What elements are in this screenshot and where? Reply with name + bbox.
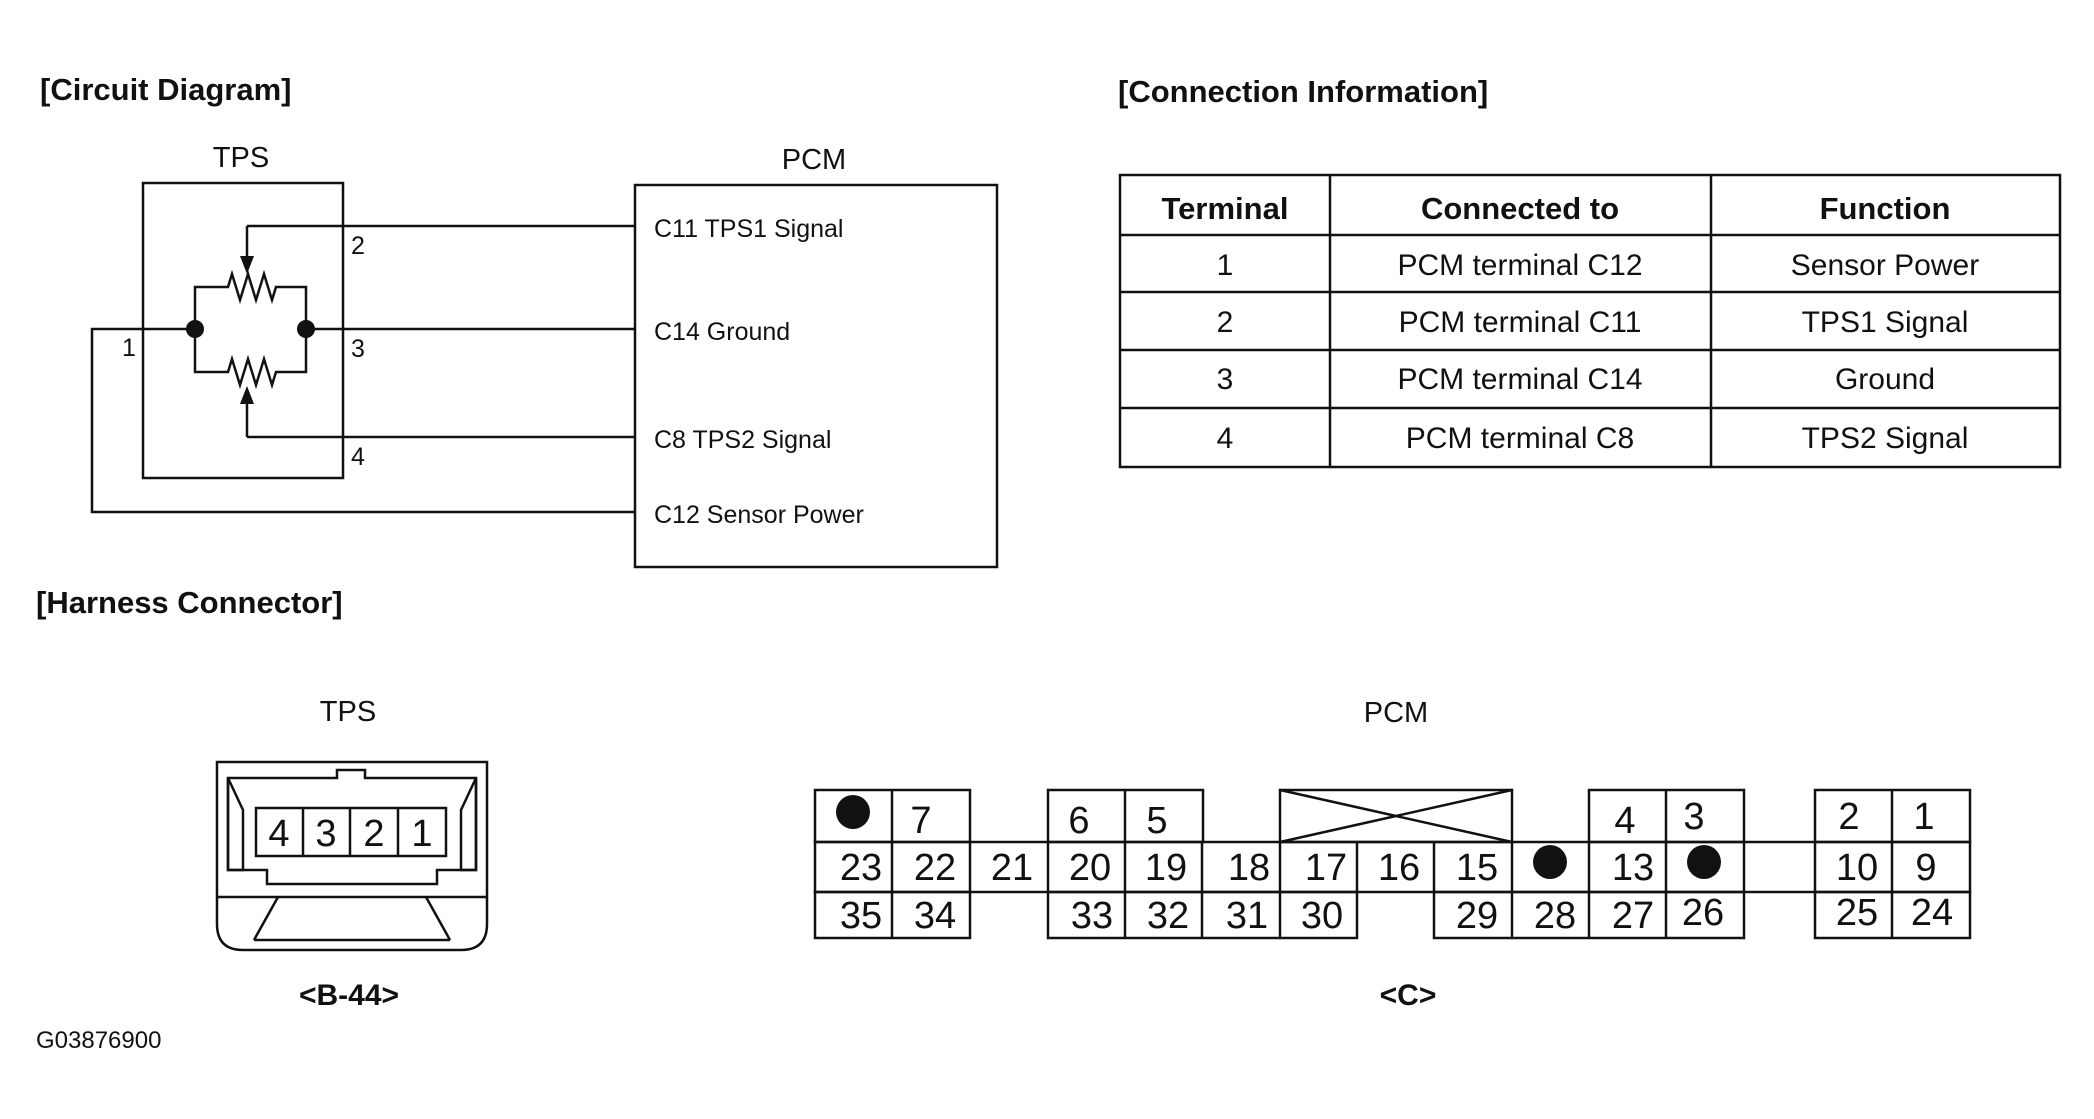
- table-cell-terminal: 4: [1217, 422, 1234, 455]
- tps-box: [141, 181, 345, 480]
- circuit-tps-label: TPS: [213, 142, 269, 174]
- pcm-pin: 19: [1145, 847, 1187, 889]
- tps-pin-1: 1: [411, 813, 432, 855]
- junction-dot-left: [186, 320, 204, 338]
- pcm-connector-caption: <C>: [1380, 979, 1437, 1012]
- pcm-pin: 27: [1612, 895, 1654, 937]
- table-cell-connected: PCM terminal C11: [1399, 306, 1642, 339]
- table-cell-function: Sensor Power: [1791, 249, 1979, 282]
- table-cell-function: TPS2 Signal: [1802, 422, 1969, 455]
- pcm-unused-pin-dot: [836, 795, 870, 829]
- pcm-pin: 21: [991, 847, 1033, 889]
- pcm-pin: 17: [1305, 847, 1347, 889]
- table-cell-function: TPS1 Signal: [1802, 306, 1969, 339]
- pcm-unused-pin-dot: [1533, 845, 1567, 879]
- table-header-function: Function: [1820, 191, 1951, 226]
- pcm-pin: 20: [1069, 847, 1111, 889]
- pcm-pin: 4: [1614, 800, 1635, 842]
- pcm-connector-grid: [813, 788, 1972, 940]
- wiper-tps1-arrow-icon: [240, 256, 254, 274]
- tps-connector-caption: <B-44>: [299, 979, 399, 1012]
- pcm-pin: 31: [1226, 895, 1268, 937]
- table-cell-terminal: 1: [1217, 249, 1234, 282]
- pcm-pin-c12: C12 Sensor Power: [654, 501, 864, 529]
- circuit-pin-3: 3: [351, 335, 365, 363]
- table-header-connected: Connected to: [1421, 191, 1619, 226]
- harness-tps-label: TPS: [320, 696, 376, 728]
- pcm-pin: 28: [1534, 895, 1576, 937]
- pcm-pin: 15: [1456, 847, 1498, 889]
- connection-table: [1118, 173, 2062, 469]
- harness-pcm-label: PCM: [1364, 697, 1428, 729]
- circuit-pin-2: 2: [351, 232, 365, 260]
- tps-pin-3: 3: [315, 813, 336, 855]
- tps-pin-4: 4: [268, 813, 289, 855]
- pcm-unused-pin-dot: [1687, 845, 1721, 879]
- wiper-tps2-arrow-icon: [240, 386, 254, 404]
- resistor-upper: [193, 269, 308, 329]
- table-cell-connected: PCM terminal C8: [1406, 422, 1634, 455]
- table-cell-terminal: 3: [1217, 363, 1234, 396]
- circuit-pin-1: 1: [122, 334, 136, 362]
- pcm-pin: 1: [1913, 796, 1934, 838]
- pcm-pin-c14: C14 Ground: [654, 318, 790, 346]
- pcm-pin-c8: C8 TPS2 Signal: [654, 426, 831, 454]
- pcm-pin-c11: C11 TPS1 Signal: [654, 215, 843, 243]
- pcm-pin: 35: [840, 895, 882, 937]
- pcm-pin: 34: [914, 895, 956, 937]
- circuit-heading: [Circuit Diagram]: [40, 72, 291, 107]
- circuit-pcm-label: PCM: [782, 144, 846, 176]
- connection-heading: [Connection Information]: [1118, 74, 1488, 109]
- table-cell-connected: PCM terminal C12: [1397, 249, 1642, 282]
- pcm-pin: 25: [1836, 892, 1878, 934]
- pcm-pin: 9: [1915, 847, 1936, 889]
- pcm-pin: 33: [1071, 895, 1113, 937]
- table-cell-terminal: 2: [1217, 306, 1234, 339]
- pcm-pin: 32: [1147, 895, 1189, 937]
- pcm-pin: 13: [1612, 847, 1654, 889]
- pcm-pin: 5: [1146, 800, 1167, 842]
- table-cell-connected: PCM terminal C14: [1397, 363, 1642, 396]
- junction-dot-right: [297, 320, 315, 338]
- pcm-pin: 22: [914, 847, 956, 889]
- pcm-pin: 23: [840, 847, 882, 889]
- pcm-pin: 30: [1301, 895, 1343, 937]
- pcm-pin: 26: [1682, 892, 1724, 934]
- circuit-pin-4: 4: [351, 443, 365, 471]
- harness-heading: [Harness Connector]: [36, 585, 343, 620]
- table-cell-function: Ground: [1835, 363, 1935, 396]
- pcm-pin: 7: [910, 800, 931, 842]
- resistor-lower: [193, 329, 308, 390]
- figure-id: G03876900: [36, 1027, 161, 1054]
- pcm-pin: 2: [1838, 796, 1859, 838]
- wire-c12: [90, 327, 635, 514]
- pcm-pin: 10: [1836, 847, 1878, 889]
- table-header-terminal: Terminal: [1162, 191, 1289, 226]
- pcm-pin: 6: [1068, 800, 1089, 842]
- pcm-pin: 16: [1378, 847, 1420, 889]
- tps-pin-2: 2: [363, 813, 384, 855]
- pcm-pin: 18: [1228, 847, 1270, 889]
- tps-connector-body: [215, 760, 489, 952]
- pcm-box: [633, 183, 999, 569]
- pcm-pin: 3: [1683, 796, 1704, 838]
- pcm-pin: 24: [1911, 892, 1953, 934]
- pcm-pin: 29: [1456, 895, 1498, 937]
